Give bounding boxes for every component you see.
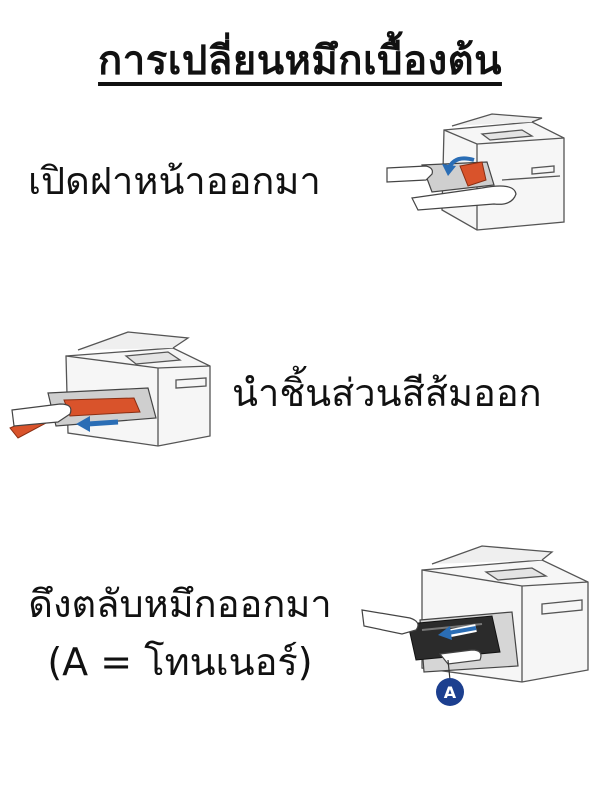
remove-orange-part-illustration (9, 331, 211, 447)
pull-toner-cartridge-illustration: A (361, 545, 589, 706)
step-2-text: นำชิ้นส่วนสีส้มออก (232, 371, 542, 415)
step-3-line-2: (A = โทนเนอร์) (47, 640, 313, 684)
step-3-text: ดึงตลับหมึกออกมา (A = โทนเนอร์) (0, 575, 360, 691)
callout-a-label: A (444, 683, 457, 702)
step-3-line-1: ดึงตลับหมึกออกมา (28, 582, 332, 626)
open-front-cover-illustration (386, 113, 565, 231)
page-title: การเปลี่ยนหมึกเบื้องต้น (98, 38, 502, 84)
step-1-text: เปิดฝาหน้าออกมา (28, 159, 321, 203)
